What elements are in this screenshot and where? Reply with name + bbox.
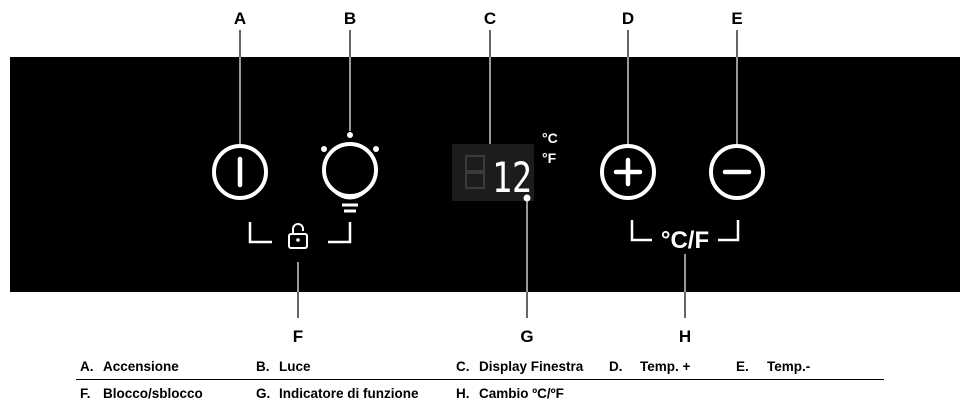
light-button[interactable]: [321, 132, 379, 213]
display-unit-fahrenheit: °F: [542, 150, 557, 166]
plus-icon: [600, 144, 656, 200]
power-icon: [212, 144, 268, 200]
callout-a: A: [234, 9, 246, 28]
legend-item-f: F.Blocco/sblocco: [80, 386, 203, 401]
callout-f: F: [293, 327, 303, 346]
light-bulb-icon: [321, 132, 379, 213]
minus-icon: [709, 144, 765, 200]
callout-d: D: [622, 9, 634, 28]
function-indicator-dot: [523, 194, 531, 202]
lock-button[interactable]: [248, 222, 352, 249]
legend-item-a: A.Accensione: [80, 359, 179, 374]
lock-bracket-left: [248, 222, 272, 244]
lock-bracket-right: [328, 222, 352, 244]
leader-lines-inner: [239, 57, 738, 292]
legend-item-e: E.Temp.-: [736, 359, 811, 374]
callout-h: H: [679, 327, 691, 346]
display-unit-celsius: °C: [542, 130, 558, 146]
padlock-icon: [288, 223, 308, 249]
unit-toggle-button[interactable]: °C/F: [630, 220, 740, 254]
unit-bracket-right: [718, 220, 740, 242]
legend-item-g: G.Indicatore di funzione: [256, 386, 419, 401]
leader-lines-top: [239, 30, 738, 57]
temp-minus-button[interactable]: [709, 144, 765, 200]
display-digits: 12: [492, 153, 532, 202]
callout-c: C: [484, 9, 496, 28]
segment-digit-left: [465, 155, 485, 189]
leader-lines-bottom: [297, 292, 686, 318]
power-button[interactable]: [212, 144, 268, 200]
display-window: 12: [452, 144, 534, 202]
legend-item-b: B.Luce: [256, 359, 311, 374]
callout-e: E: [731, 9, 742, 28]
legend-item-d: D.Temp. +: [609, 359, 691, 374]
unit-bracket-left: [630, 220, 652, 242]
callout-b: B: [344, 9, 356, 28]
temp-plus-button[interactable]: [600, 144, 656, 200]
callout-g: G: [520, 327, 533, 346]
legend-item-c: C.Display Finestra: [456, 359, 584, 374]
unit-toggle-label: °C/F: [661, 227, 709, 254]
legend-divider: [76, 379, 884, 380]
legend-item-h: H.Cambio ºC/ºF: [456, 386, 564, 401]
